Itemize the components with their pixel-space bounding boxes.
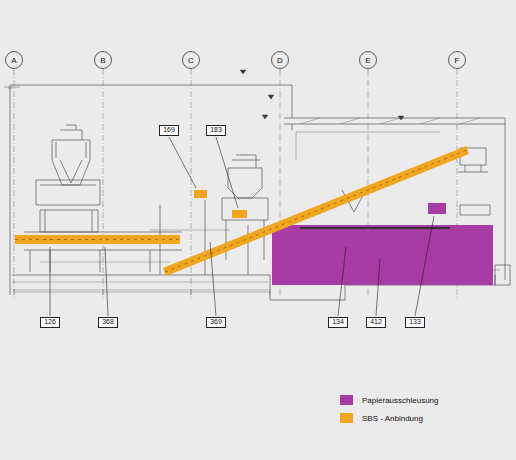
callout-text: 134	[332, 318, 344, 326]
axis-letter: C	[188, 56, 194, 65]
callout-text: 369	[210, 318, 222, 326]
grid-axis-label: E	[359, 51, 377, 69]
grid-axis-label: B	[94, 51, 112, 69]
callout-number: 133	[405, 317, 425, 328]
callout-number: 169	[159, 125, 179, 136]
callout-number: 183	[206, 125, 226, 136]
callout-number: 126	[40, 317, 60, 328]
grid-axis-label: D	[271, 51, 289, 69]
callout-text: 183	[210, 126, 222, 134]
axis-letter: F	[455, 56, 460, 65]
axis-letter: E	[365, 56, 370, 65]
legend-entry: SBS - Anbindung	[340, 413, 423, 423]
callout-text: 133	[409, 318, 421, 326]
callout-text: 169	[163, 126, 175, 134]
axis-letter: A	[11, 56, 16, 65]
legend-entry: Papierausschleusung	[340, 395, 439, 405]
grid-axis-label: F	[448, 51, 466, 69]
callout-text: 126	[44, 318, 56, 326]
legend-swatch	[340, 395, 353, 405]
callout-number: 368	[98, 317, 118, 328]
grid-axis-label: C	[182, 51, 200, 69]
callout-number: 369	[206, 317, 226, 328]
callout-number: 412	[366, 317, 386, 328]
legend-swatch	[340, 413, 353, 423]
callout-text: 368	[102, 318, 114, 326]
axis-letter: D	[277, 56, 283, 65]
legend-text: Papierausschleusung	[362, 396, 439, 405]
legend-text: SBS - Anbindung	[362, 414, 423, 423]
callout-text: 412	[370, 318, 382, 326]
axis-letter: B	[100, 56, 105, 65]
callout-number: 134	[328, 317, 348, 328]
grid-axis-label: A	[5, 51, 23, 69]
